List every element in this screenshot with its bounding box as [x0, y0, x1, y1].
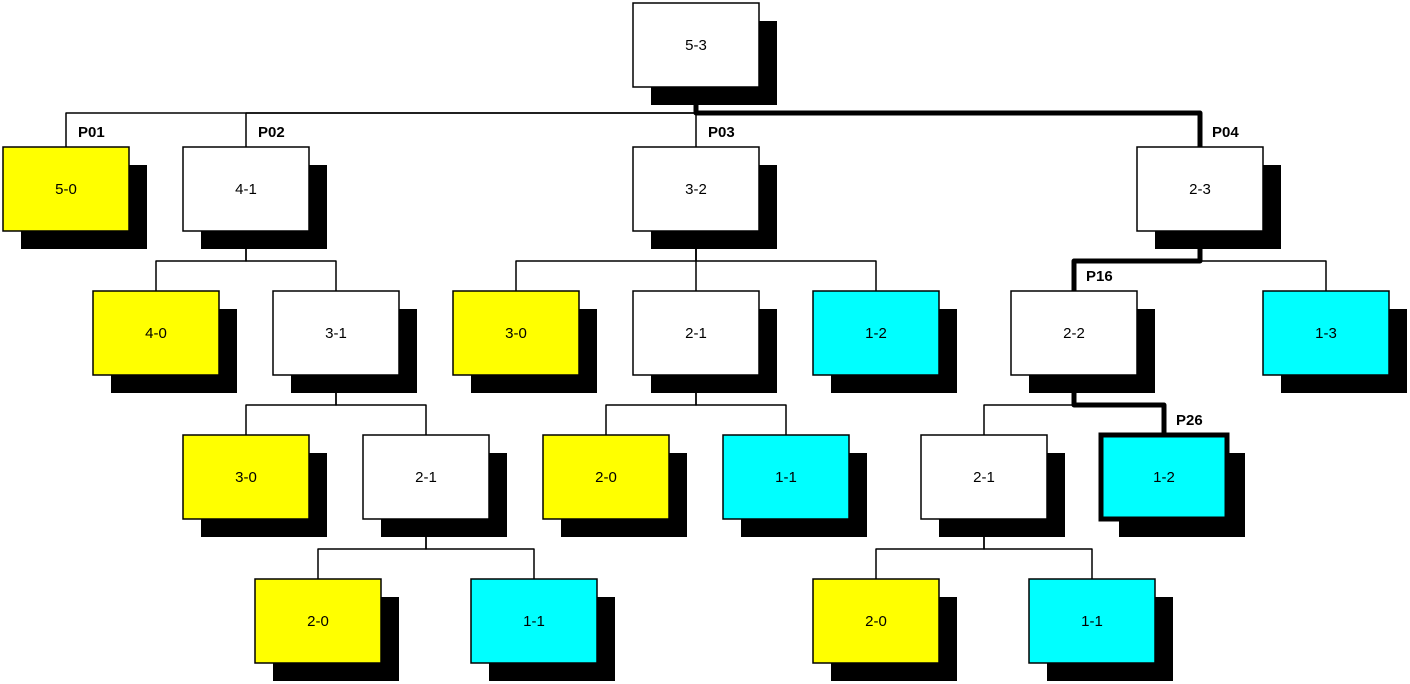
node-box	[542, 434, 670, 520]
node-p01: 5-0	[2, 146, 147, 249]
node-label: 3-0	[235, 469, 257, 486]
node-box	[1098, 432, 1230, 522]
node-box	[722, 434, 850, 520]
node-p26: 1-2	[1098, 432, 1245, 537]
node-p03ba: 2-0	[542, 434, 687, 537]
path-label-p02: P02	[258, 124, 285, 141]
node-box	[182, 434, 310, 520]
node-box	[812, 290, 940, 376]
node-p02a: 4-0	[92, 290, 237, 393]
node-label: 2-0	[595, 469, 617, 486]
node-label: 1-1	[775, 469, 797, 486]
node-p03c: 1-2	[812, 290, 957, 393]
node-box	[182, 146, 310, 232]
node-label: 1-3	[1315, 325, 1337, 342]
node-p02bb: 2-1	[362, 434, 507, 537]
node-box	[1028, 578, 1156, 664]
node-box	[2, 146, 130, 232]
node-p02bbb: 1-1	[470, 578, 615, 681]
node-box	[632, 146, 760, 232]
node-label: 2-0	[865, 613, 887, 630]
node-box	[254, 578, 382, 664]
path-label-p01: P01	[78, 124, 105, 141]
node-p16: 2-2	[1010, 290, 1155, 393]
node-label: 1-1	[523, 613, 545, 630]
node-p02bba: 2-0	[254, 578, 399, 681]
node-label: 5-0	[55, 181, 77, 198]
node-label: 2-2	[1063, 325, 1085, 342]
path-label-p16: P16	[1086, 268, 1113, 285]
node-label: 2-1	[685, 325, 707, 342]
node-label: 2-1	[973, 469, 995, 486]
node-label: 1-1	[1081, 613, 1103, 630]
node-box	[452, 290, 580, 376]
node-box	[1010, 290, 1138, 376]
node-root: 5-3	[632, 2, 777, 105]
node-box	[272, 290, 400, 376]
node-label: 3-1	[325, 325, 347, 342]
node-box	[1262, 290, 1390, 376]
node-p16a: 2-1	[920, 434, 1065, 537]
edge-root-p02	[245, 86, 697, 148]
node-p16ab: 1-1	[1028, 578, 1173, 681]
node-label: 4-0	[145, 325, 167, 342]
node-p02: 4-1	[182, 146, 327, 249]
node-p16aa: 2-0	[812, 578, 957, 681]
path-label-p03: P03	[708, 124, 735, 141]
node-p03b: 2-1	[632, 290, 777, 393]
node-label: 3-0	[505, 325, 527, 342]
path-label-p26: P26	[1176, 412, 1203, 429]
node-p02ba: 3-0	[182, 434, 327, 537]
node-p02b: 3-1	[272, 290, 417, 393]
node-box	[632, 290, 760, 376]
node-label: 3-2	[685, 181, 707, 198]
node-label: 5-3	[685, 37, 707, 54]
node-p04: 2-3	[1136, 146, 1281, 249]
node-label: 1-2	[865, 325, 887, 342]
node-box	[92, 290, 220, 376]
path-label-p04: P04	[1212, 124, 1239, 141]
node-p03: 3-2	[632, 146, 777, 249]
node-box	[470, 578, 598, 664]
node-box	[1136, 146, 1264, 232]
node-label: 4-1	[235, 181, 257, 198]
node-p03bb: 1-1	[722, 434, 867, 537]
node-label: 1-2	[1153, 469, 1175, 486]
node-p04b: 1-3	[1262, 290, 1407, 393]
node-box	[812, 578, 940, 664]
node-label: 2-1	[415, 469, 437, 486]
node-label: 2-3	[1189, 181, 1211, 198]
node-label: 2-0	[307, 613, 329, 630]
node-p03a: 3-0	[452, 290, 597, 393]
node-box	[920, 434, 1048, 520]
node-box	[362, 434, 490, 520]
edge-root-p01	[65, 86, 697, 148]
node-box	[632, 2, 760, 88]
